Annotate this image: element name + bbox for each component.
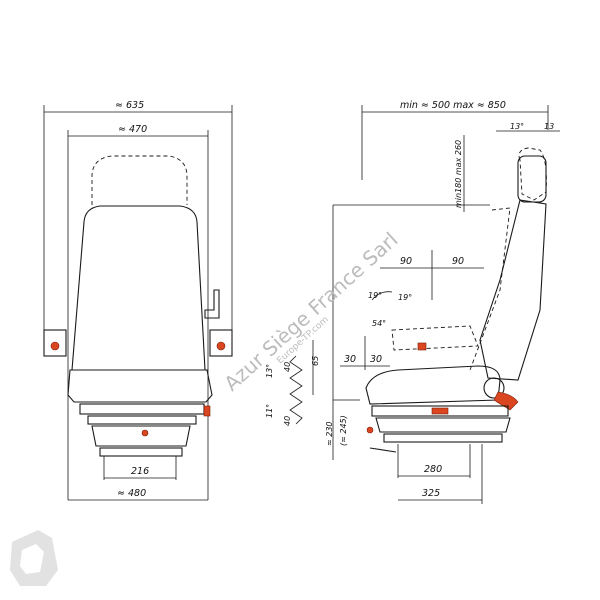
front-left-armrest bbox=[43, 329, 67, 357]
dim-recline-a: 19° bbox=[368, 291, 382, 300]
watermark-main: Azur Siège France Sarl bbox=[219, 227, 402, 395]
spring-zigzag bbox=[289, 355, 303, 425]
dim-cushion-angle: 54° bbox=[372, 319, 386, 328]
dim-overall-width: ≈ 635 bbox=[115, 100, 144, 111]
dim-back-offset-right: 90 bbox=[452, 256, 464, 267]
dim-base-depth: 325 bbox=[422, 488, 440, 499]
dim-rail-length: 280 bbox=[424, 464, 442, 475]
watermark-logo bbox=[10, 530, 58, 586]
dim-height-range: min180 max 260 bbox=[454, 140, 463, 208]
side-backrest bbox=[479, 199, 547, 381]
dim-spring-angle-bottom: 11° bbox=[265, 404, 274, 418]
side-cushion bbox=[365, 365, 501, 405]
dim-back-offset-left: 90 bbox=[400, 256, 412, 267]
dim-recline-b: 19° bbox=[398, 293, 412, 302]
dim-spring-travel: 65 bbox=[311, 356, 320, 366]
front-cushion bbox=[67, 369, 213, 403]
dim-headrest-angle: 13° bbox=[510, 122, 524, 131]
dim-seat-height-alt: (≈ 245) bbox=[339, 415, 348, 446]
front-headrest bbox=[91, 155, 188, 205]
dim-seat-height: ≈ 230 bbox=[325, 421, 334, 446]
front-backrest bbox=[71, 205, 206, 371]
side-view: min ≈ 500 max ≈ 850 13° 13 min180 max 26… bbox=[265, 100, 560, 504]
front-right-armrest bbox=[209, 329, 233, 357]
front-view: ≈ 635 ≈ 470 216 ≈ 480 bbox=[43, 100, 233, 501]
dim-spring-bottom: 40 bbox=[283, 416, 292, 426]
dim-spring-top: 40 bbox=[283, 362, 292, 372]
dim-rail-width: 216 bbox=[131, 466, 149, 477]
dim-cushion-depth-right: 30 bbox=[370, 354, 382, 365]
dim-spring-angle-top: 13° bbox=[265, 364, 274, 378]
dim-base-width: ≈ 480 bbox=[117, 488, 146, 499]
dim-headrest-tilt: 13 bbox=[544, 122, 554, 131]
dim-adjust-range: min ≈ 500 max ≈ 850 bbox=[400, 100, 506, 111]
dim-cushion-depth-left: 30 bbox=[344, 354, 356, 365]
dim-inner-width: ≈ 470 bbox=[118, 124, 147, 135]
